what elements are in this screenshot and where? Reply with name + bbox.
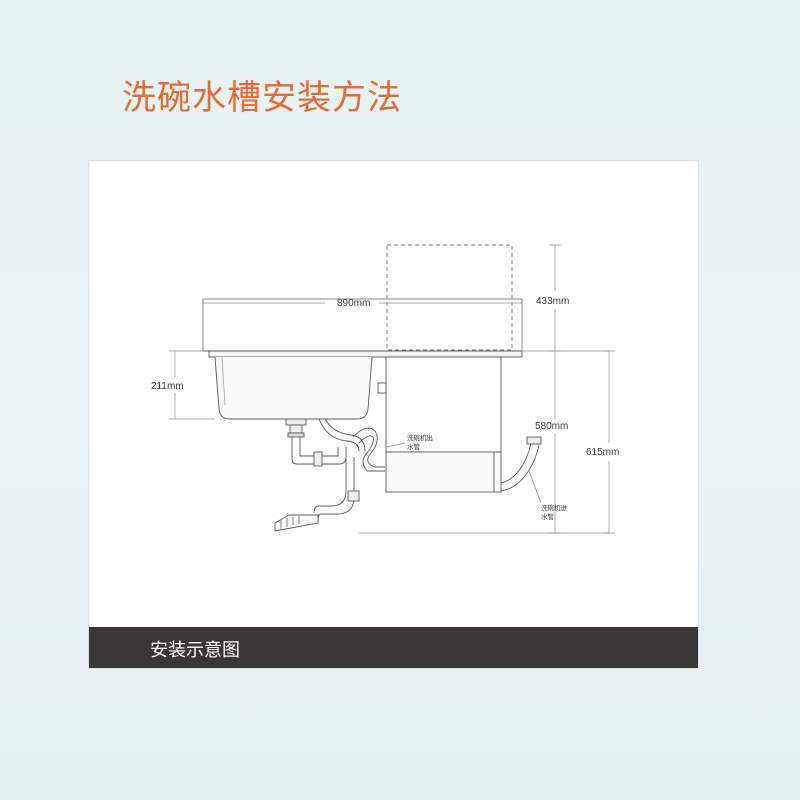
- caption-bar: 安装示意图: [89, 627, 698, 668]
- sink-depth-label: 211mm: [151, 381, 184, 392]
- dishwasher-height-label: 580mm: [535, 421, 568, 432]
- total-height-label: 615mm: [586, 447, 619, 458]
- dishwasher-outlet-pipe: [352, 427, 385, 468]
- diagram-caption: 安装示意图: [150, 640, 240, 661]
- upper-cabinet-outline: [386, 244, 513, 351]
- sink-strainer: [285, 418, 307, 426]
- width-dimension-label: 890mm: [337, 298, 370, 309]
- page-title: 洗碗水槽安装方法: [122, 78, 402, 118]
- outlet-note-line1: 洗碗机出: [407, 433, 433, 442]
- pipe-connector: [347, 490, 360, 502]
- sink-basin: [214, 356, 373, 420]
- waste-outlet-pipe: [274, 514, 319, 532]
- outlet-note-line2: 水管: [407, 442, 421, 451]
- cabinet-height-label: 433mm: [536, 296, 569, 307]
- dishwasher-inlet-hose: [500, 442, 532, 484]
- diagram-panel: 890mm 433mm 211mm 580mm 615mm 洗碗机出 水管 洗碗…: [88, 160, 699, 669]
- installation-drawing: 890mm 433mm 211mm 580mm 615mm 洗碗机出 水管 洗碗…: [151, 244, 619, 534]
- dishwasher-body: [385, 356, 502, 453]
- inlet-note-line1: 洗碗机进: [541, 503, 568, 512]
- inlet-note-line2: 水管: [541, 512, 555, 521]
